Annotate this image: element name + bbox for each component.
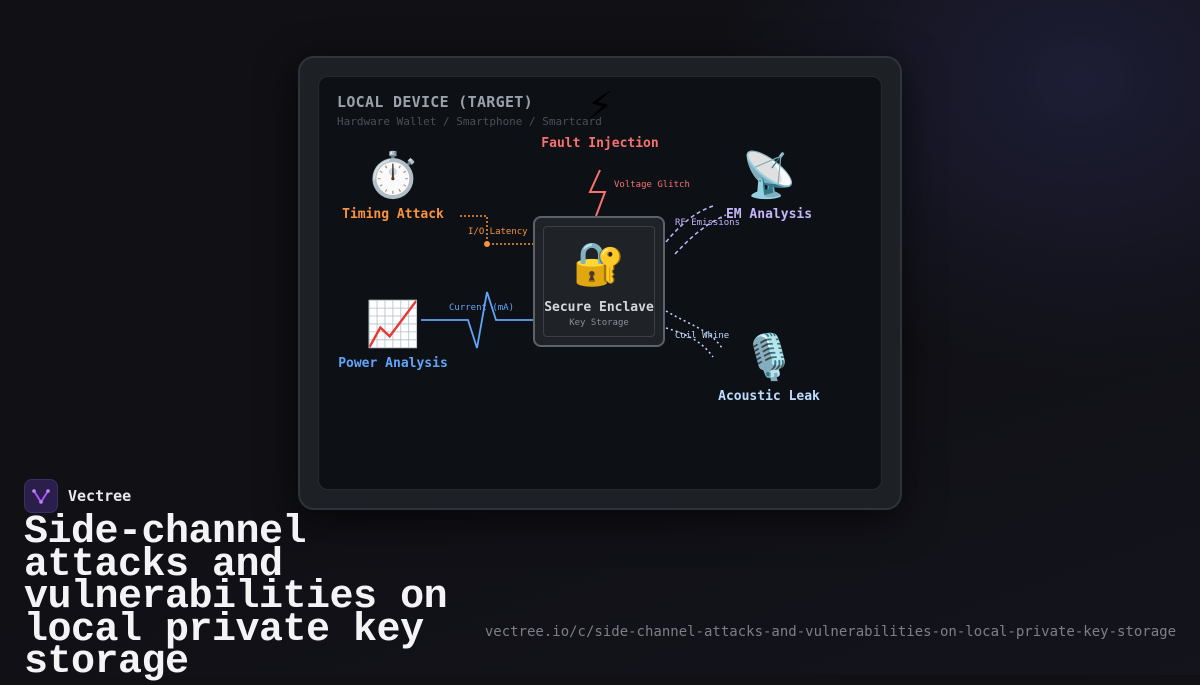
timing-attack-node: ⏱️ Timing Attack [313, 150, 473, 223]
current-label: Current (mA) [449, 303, 515, 313]
io-latency-label: I/O Latency [468, 227, 528, 237]
lightning-icon: ⚡ [586, 79, 614, 130]
acoustic-leak-node: 🎙️ Acoustic Leak [689, 332, 849, 405]
coil-whine-label: Coil Whine [675, 331, 730, 341]
stopwatch-icon: ⏱️ [365, 150, 421, 201]
rf-emissions-label: RF Emissions [675, 218, 741, 228]
device-title: LOCAL DEVICE (TARGET) [337, 93, 533, 111]
enclave-subtitle: Key Storage [569, 318, 629, 328]
brand: Vectree [24, 479, 131, 513]
voltage-glitch-label: Voltage Glitch [614, 180, 690, 190]
vectree-logo-icon [24, 479, 58, 513]
secure-enclave: 🔐 Secure Enclave Key Storage [533, 216, 665, 347]
acoustic-leak-label: Acoustic Leak [718, 389, 820, 404]
chart-increasing-icon: 📈 [365, 299, 421, 350]
em-analysis-label: EM Analysis [725, 207, 813, 222]
locked-with-key-icon: 🔐 [572, 239, 626, 288]
article-url[interactable]: vectree.io/c/side-channel-attacks-and-vu… [484, 624, 1176, 640]
brand-name: Vectree [68, 487, 132, 505]
fault-injection-label: Fault Injection [541, 136, 659, 151]
enclave-inner-frame [543, 226, 655, 337]
enclave-title: Secure Enclave [544, 300, 654, 315]
fault-injection-node: ⚡ Fault Injection [520, 79, 680, 152]
timing-attack-label: Timing Attack [342, 207, 444, 222]
studio-microphone-icon: 🎙️ [741, 332, 797, 383]
power-analysis-label: Power Analysis [338, 356, 448, 371]
satellite-antenna-icon: 📡 [741, 150, 797, 201]
em-analysis-node: 📡 EM Analysis [689, 150, 849, 223]
power-analysis-node: 📈 Power Analysis [313, 299, 473, 372]
device-subtitle: Hardware Wallet / Smartphone / Smartcard [337, 115, 602, 128]
page-headline: Side-channel attacks and vulnerabilities… [24, 510, 448, 685]
